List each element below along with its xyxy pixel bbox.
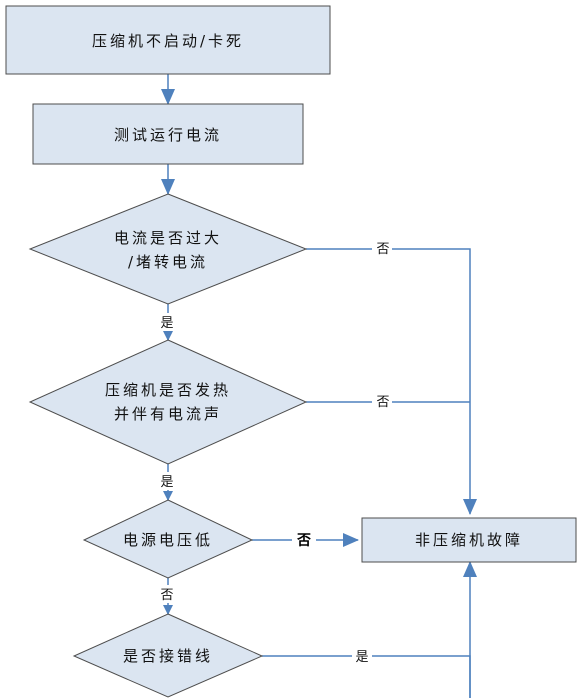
node-wiring-check: 是否接错线 [72,613,264,698]
node-voltage-check: 电源电压低 [82,499,254,579]
edge-label-bg-wiring-yes [352,646,372,664]
edge-label-heat-no: 否 [376,395,389,410]
edge-label-voltage-no-down: 否 [160,588,173,603]
edge-label-bg-heat-no [372,392,392,410]
edge-label-heat-yes: 是 [160,475,173,490]
node-current-check-line1: 电流是否过大 [114,229,222,247]
node-heat-check-diamond [28,339,308,465]
node-not-compressor-box [361,517,577,563]
node-wiring-check-diamond [72,613,264,698]
edge-label-current-yes: 是 [160,316,173,331]
edge-label-bg-voltage-no-right [292,530,316,550]
node-test-current: 测试运行电流 [32,103,304,165]
node-voltage-check-diamond [82,499,254,579]
node-compressor-fault: 压缩机不启动/卡死 [5,5,331,75]
edge-label-current-no: 否 [376,242,389,257]
edge-label-bg-current-yes [156,313,178,331]
edge-labels: 否 是 否 是 否 否 是 [156,239,392,665]
node-not-compressor: 非压缩机故障 [361,517,577,563]
node-heat-check: 压缩机是否发热 并伴有电流声 [28,339,308,465]
node-heat-check-line2: 并伴有电流声 [114,405,222,423]
node-test-current-box [32,103,304,165]
edge-label-wiring-yes: 是 [355,650,368,665]
node-heat-check-line1: 压缩机是否发热 [105,381,231,399]
edge-label-bg-heat-yes [156,472,178,490]
node-current-check-line2: /堵转电流 [128,253,208,271]
edge-label-bg-current-no [372,239,392,257]
node-wiring-check-label: 是否接错线 [123,647,213,665]
edge-label-voltage-no-right: 否 [296,533,311,549]
node-test-current-label: 测试运行电流 [114,126,222,144]
node-current-check-diamond [28,193,308,305]
node-compressor-fault-box [5,5,331,75]
edge-current-no [306,248,477,515]
node-compressor-fault-label: 压缩机不启动/卡死 [92,32,244,50]
edge-label-bg-voltage-no-down [156,585,178,603]
node-voltage-check-label: 电源电压低 [123,531,213,549]
node-current-check: 电流是否过大 /堵转电流 [28,193,308,305]
node-not-compressor-label: 非压缩机故障 [415,531,523,549]
